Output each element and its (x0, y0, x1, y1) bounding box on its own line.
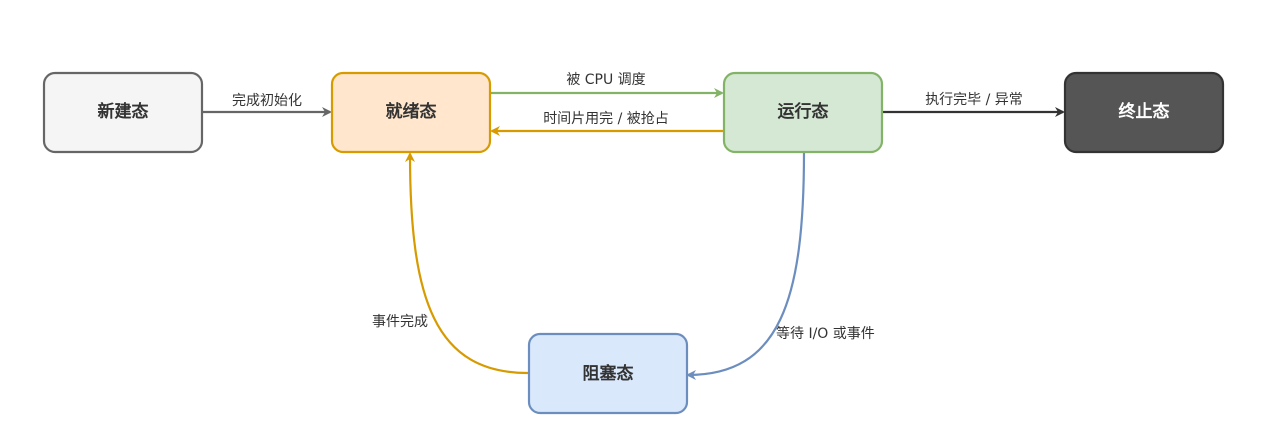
node-terminated-box (1063, 71, 1225, 154)
node-ready-label: 就绪态 (386, 101, 437, 122)
edge-running-to-ready-label: 时间片用完 / 被抢占 (543, 110, 669, 127)
node-running-box (722, 71, 884, 154)
edge-blocked-to-ready: 事件完成 (372, 152, 529, 375)
node-terminated-label: 终止态 (1119, 101, 1170, 122)
edge-blocked-to-ready-line (405, 152, 529, 375)
edge-ready-to-running: 被 CPU 调度 (490, 72, 724, 98)
node-running: 运行态 (722, 71, 884, 154)
edge-running-to-terminal: 执行完毕 / 异常 (883, 92, 1065, 117)
node-ready-box (330, 71, 492, 154)
edge-new-to-ready: 完成初始化 (203, 92, 332, 117)
node-blocked-box (527, 332, 689, 415)
node-new-box (42, 71, 204, 154)
node-blocked: 阻塞态 (527, 332, 689, 415)
edge-running-to-blocked: 等待 I/O 或事件 (686, 151, 875, 380)
node-ready: 就绪态 (330, 71, 492, 154)
edge-ready-to-running-label: 被 CPU 调度 (566, 72, 645, 88)
edge-blocked-to-ready-label: 事件完成 (372, 314, 428, 330)
edge-running-to-blocked-label: 等待 I/O 或事件 (776, 325, 875, 342)
edge-running-to-blocked-line (686, 151, 806, 380)
node-terminated: 终止态 (1063, 71, 1225, 154)
node-new-label: 新建态 (98, 101, 149, 122)
node-blocked-label: 阻塞态 (583, 363, 634, 384)
node-running-label: 运行态 (778, 101, 829, 122)
edge-running-to-terminal-label: 执行完毕 / 异常 (925, 92, 1023, 108)
node-new: 新建态 (42, 71, 204, 154)
edge-running-to-ready: 时间片用完 / 被抢占 (490, 110, 724, 136)
edge-new-to-ready-label: 完成初始化 (232, 92, 302, 109)
